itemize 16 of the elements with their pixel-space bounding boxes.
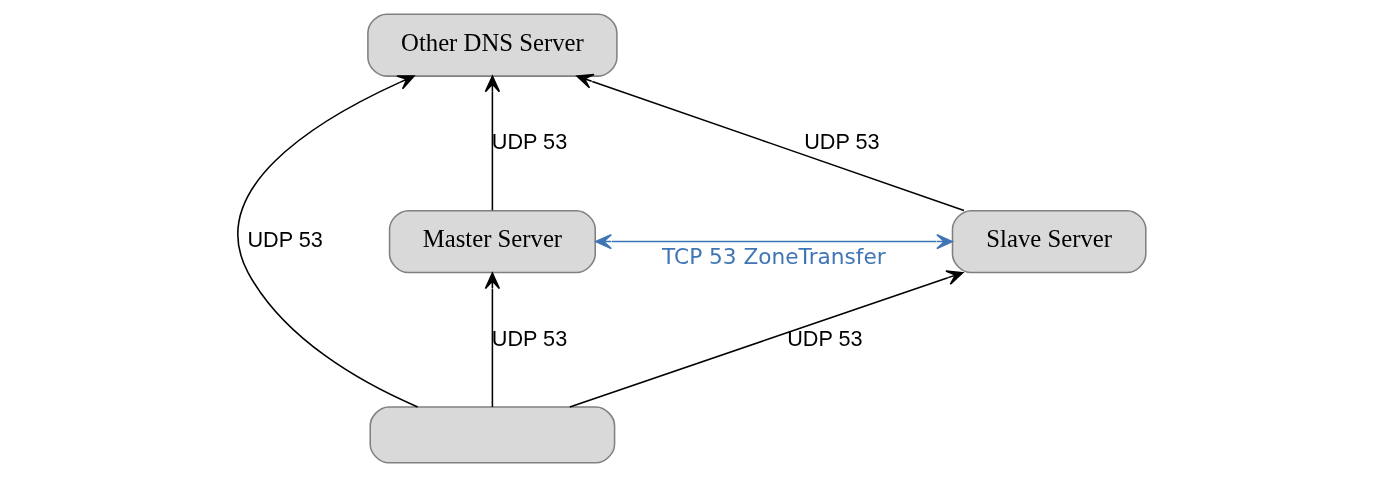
- edge-label: TCP 53 ZoneTransfer: [661, 243, 886, 269]
- node-box: Master Server: [388, 209, 596, 274]
- arrow: [568, 270, 964, 408]
- arrow: [236, 75, 418, 408]
- edge-label: UDP 53: [786, 325, 863, 351]
- arrow: [575, 73, 965, 212]
- node-box: Slave Server: [951, 209, 1147, 274]
- arrow: [594, 233, 953, 250]
- edge-label: UDP 53: [491, 325, 567, 351]
- edge-label: UDP 53: [246, 227, 323, 253]
- edge-label: UDP 53: [803, 129, 880, 155]
- node-box: Other DNS Server: [366, 13, 618, 77]
- arrow: [484, 272, 500, 408]
- edge-label: UDP 53: [491, 129, 567, 155]
- arrow: [484, 75, 500, 212]
- node-box: [368, 406, 615, 464]
